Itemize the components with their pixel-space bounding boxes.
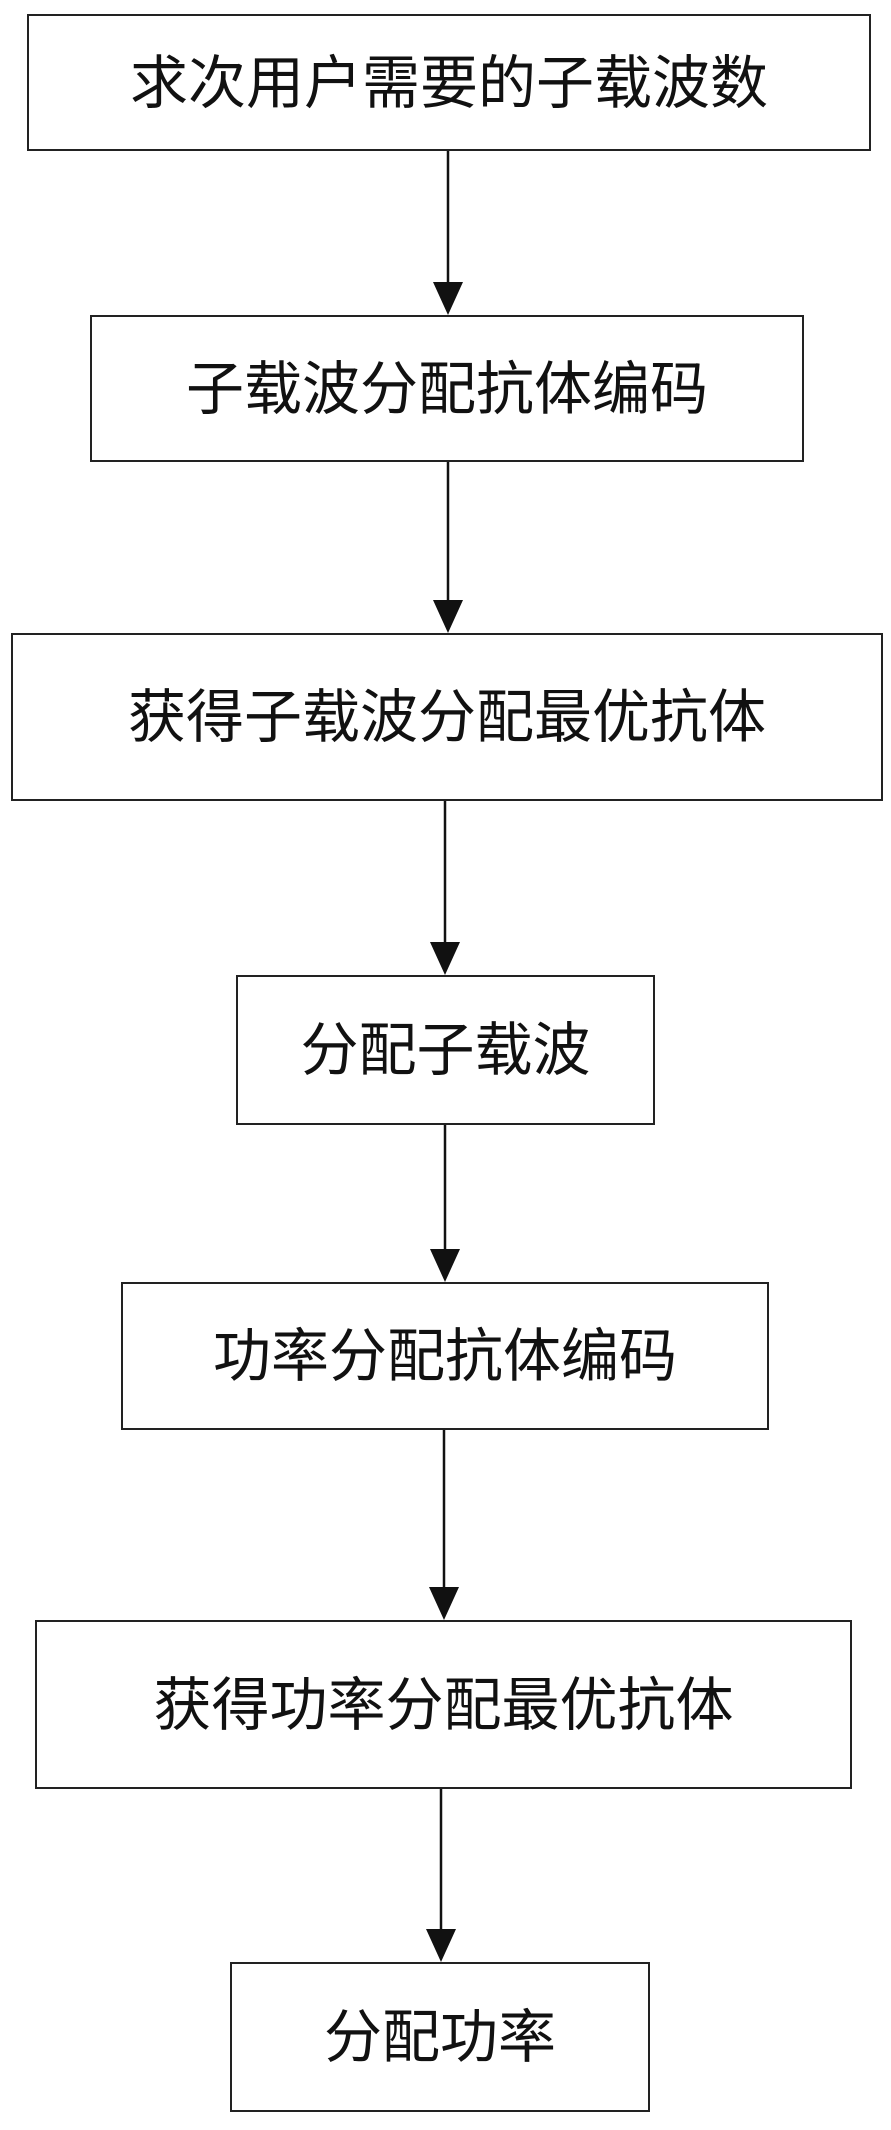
step-7-label: 分配功率	[323, 2003, 556, 2071]
step-2-label: 子载波分配抗体编码	[185, 354, 708, 423]
step-5-label: 功率分配抗体编码	[212, 1322, 677, 1390]
step-1-box: 求次用户需要的子载波数	[27, 14, 871, 151]
arrow-3-to-4	[430, 801, 460, 975]
step-4-box: 分配子载波	[236, 975, 655, 1125]
step-1-label: 求次用户需要的子载波数	[129, 48, 768, 117]
step-4-label: 分配子载波	[300, 1016, 591, 1084]
arrow-2-to-3	[433, 462, 463, 633]
arrow-6-to-7	[426, 1789, 456, 1962]
step-6-box: 获得功率分配最优抗体	[35, 1620, 852, 1789]
step-2-box: 子载波分配抗体编码	[90, 315, 804, 462]
step-6-label: 获得功率分配最优抗体	[153, 1670, 734, 1739]
step-5-box: 功率分配抗体编码	[121, 1282, 769, 1430]
step-7-box: 分配功率	[230, 1962, 650, 2112]
arrow-4-to-5	[430, 1125, 460, 1282]
arrow-5-to-6	[429, 1430, 459, 1620]
step-3-box: 获得子载波分配最优抗体	[11, 633, 883, 801]
arrow-1-to-2	[433, 151, 463, 315]
step-3-label: 获得子载波分配最优抗体	[127, 683, 766, 751]
